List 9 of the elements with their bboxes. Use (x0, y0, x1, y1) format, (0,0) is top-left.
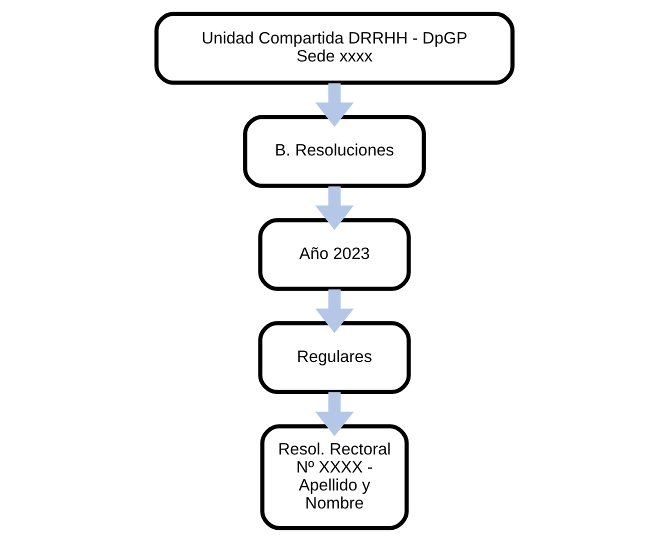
arrow (314, 392, 354, 436)
node-box: Unidad Compartida DRRHH - DpGP Sede xxxx (154, 12, 514, 85)
node-box: Resol. Rectoral Nº XXXX - Apellido y Nombre (260, 424, 408, 530)
arrow (314, 186, 354, 230)
arrow (314, 83, 354, 127)
node-box: Año 2023 (258, 218, 410, 291)
arrow (314, 289, 354, 334)
node-box: Regulares (258, 321, 410, 394)
node-box: B. Resoluciones (242, 114, 426, 188)
